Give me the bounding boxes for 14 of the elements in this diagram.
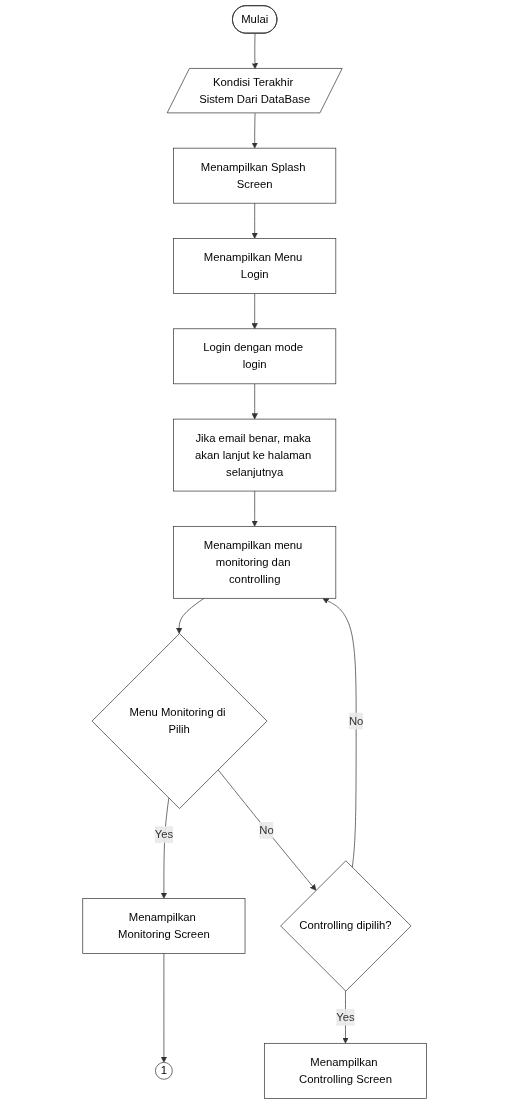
- node-box: Menampilkan Monitoring Screen: [82, 898, 246, 954]
- edge-label: No: [259, 824, 275, 837]
- node-box: Menampilkan Splash Screen: [173, 147, 337, 204]
- node-box: Menampilkan Controlling Screen: [264, 1042, 428, 1099]
- node-box: Jika email benar, maka akan lanjut ke halaman selanjutnya: [173, 418, 337, 492]
- edge-label: Yes: [336, 1010, 356, 1023]
- edge-label: Yes: [154, 828, 174, 841]
- node-box: Menampilkan Menu Login: [173, 238, 337, 294]
- edge-label: No: [349, 714, 364, 727]
- node-circle: 1: [155, 1062, 173, 1080]
- node-box: Login dengan mode login: [173, 328, 337, 385]
- node-diamond: Menu Monitoring di Pilih: [92, 633, 268, 809]
- node-box: Menampilkan menu monitoring dan controlling: [173, 526, 337, 599]
- node-diamond: Controlling dipilih?: [280, 860, 412, 992]
